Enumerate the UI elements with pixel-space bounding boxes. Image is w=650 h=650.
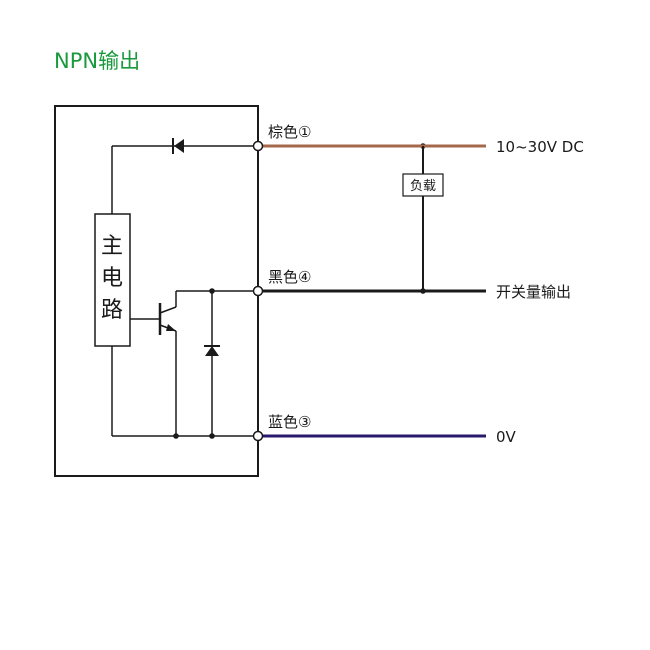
blue-wire-label: 蓝色③ <box>268 413 311 431</box>
terminals <box>252 140 264 442</box>
brown-wire-label: 棕色① <box>268 123 311 141</box>
black-terminal <box>252 285 264 297</box>
clamp-diode-icon <box>204 345 220 356</box>
reverse-protection-diode-icon <box>172 138 184 154</box>
main-circuit-char-3: 路 <box>101 298 123 323</box>
internal-wiring <box>111 145 256 437</box>
main-circuit-block: 主 电 路 <box>94 213 131 347</box>
switch-output-label: 开关量输出 <box>496 283 571 301</box>
brown-terminal <box>252 140 264 152</box>
supply-voltage-label: 10~30V DC <box>496 138 584 156</box>
diagram-title: NPN输出 <box>54 49 140 73</box>
load-label: 负载 <box>410 179 436 194</box>
ground-label: 0V <box>496 428 517 446</box>
main-circuit-char-2: 电 <box>101 266 123 291</box>
black-wire-label: 黑色④ <box>268 268 311 286</box>
main-circuit-char-1: 主 <box>101 234 123 259</box>
load-branch: 负载 <box>402 146 444 291</box>
npn-transistor-icon <box>158 303 177 335</box>
blue-terminal <box>252 430 264 442</box>
